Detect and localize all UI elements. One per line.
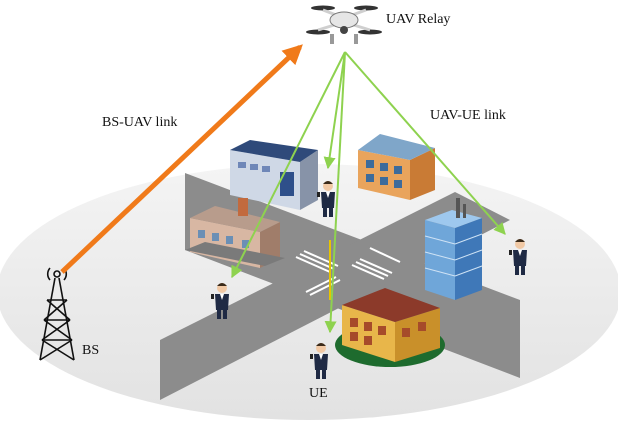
- bs-label: BS: [82, 343, 100, 358]
- building-icon: [424, 198, 483, 300]
- uav-ue-link-arrows: [231, 51, 506, 334]
- building-icon: [358, 134, 435, 200]
- ue-label: UE: [309, 386, 328, 401]
- person-phone-icon: [317, 181, 335, 217]
- person-phone-icon: [211, 283, 229, 319]
- person-phone-icon: [310, 343, 328, 379]
- bs-uav-link-arrow: [60, 44, 303, 274]
- building-icon: [335, 288, 445, 367]
- drone-icon: [306, 5, 382, 44]
- person-phone-icon: [509, 239, 527, 275]
- cell-tower-icon: [39, 267, 75, 361]
- uav-relay-label: UAV Relay: [386, 12, 451, 27]
- building-icon: [230, 140, 318, 210]
- bs-uav-link-label: BS-UAV link: [102, 115, 178, 130]
- uav-ue-link-label: UAV-UE link: [430, 108, 506, 123]
